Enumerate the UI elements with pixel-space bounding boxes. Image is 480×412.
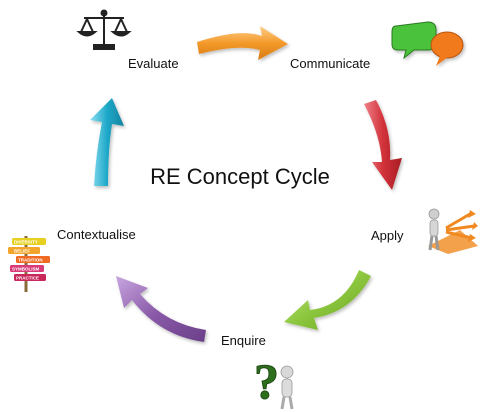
stage-label-communicate: Communicate xyxy=(290,56,371,71)
signpost-word-3: TRADITION xyxy=(18,258,43,263)
stage-label-evaluate: Evaluate xyxy=(128,56,179,71)
speech-bubbles-icon xyxy=(391,21,464,66)
question-person-icon: ? xyxy=(254,353,294,410)
person-arrows-icon xyxy=(428,208,478,254)
signpost-word-2: BELIEF xyxy=(14,249,30,254)
arrow-evaluate-to-communicate xyxy=(197,26,288,60)
stage-label-contextualise: Contextualise xyxy=(57,227,136,242)
svg-text:?: ? xyxy=(254,353,279,409)
arrow-communicate-to-apply xyxy=(364,100,402,190)
stage-label-apply: Apply xyxy=(371,228,404,243)
stage-label-enquire: Enquire xyxy=(221,333,266,348)
signpost-word-4: SYMBOLISM xyxy=(12,267,40,272)
scales-icon xyxy=(76,9,132,50)
arrow-enquire-to-contextualise xyxy=(116,276,206,342)
signpost-word-1: DIVERSITY xyxy=(14,240,38,245)
signpost-word-5: PRACTICE xyxy=(16,276,39,281)
arrow-apply-to-enquire xyxy=(284,270,371,330)
arrow-contextualise-to-evaluate xyxy=(90,98,124,186)
diagram-title: RE Concept Cycle xyxy=(150,164,330,189)
signpost-icon: DIVERSITY BELIEF TRADITION SYMBOLISM PRA… xyxy=(8,236,50,292)
